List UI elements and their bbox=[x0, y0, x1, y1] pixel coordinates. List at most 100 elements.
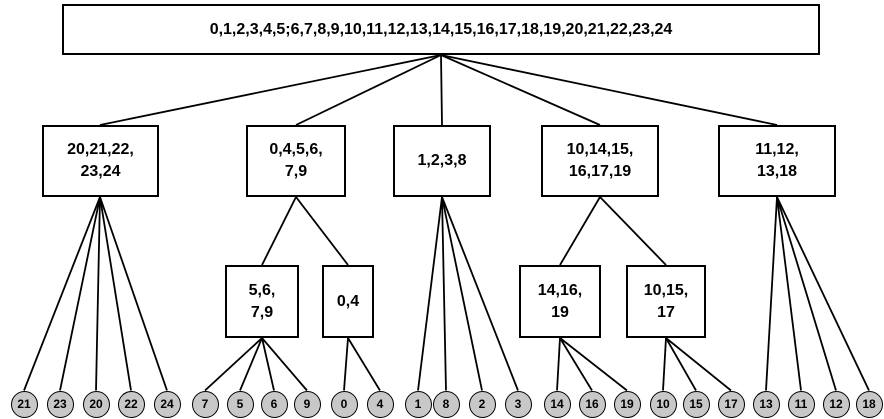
leaf-node: 11 bbox=[787, 390, 815, 418]
leaf-node: 0 bbox=[330, 390, 358, 418]
tree-edge bbox=[295, 54, 442, 126]
tree-edge bbox=[99, 54, 442, 126]
cluster-node-1-8: 1,2,3,8 bbox=[393, 125, 491, 197]
cluster-node-label: 10,15, 17 bbox=[643, 281, 689, 321]
leaf-node-label: 2 bbox=[478, 397, 486, 411]
tree-edge bbox=[665, 337, 697, 391]
tree-edge bbox=[417, 196, 443, 391]
leaf-node-label: 17 bbox=[724, 397, 738, 411]
tree-edge bbox=[776, 196, 802, 391]
leaf-node: 12 bbox=[822, 390, 850, 418]
leaf-node: 1 bbox=[404, 390, 432, 418]
leaf-node-label: 23 bbox=[53, 397, 67, 411]
tree-edge bbox=[559, 337, 628, 392]
cluster-node-10-17: 10,15, 17 bbox=[626, 265, 706, 338]
leaf-node: 4 bbox=[366, 390, 394, 418]
tree-edge bbox=[441, 196, 483, 391]
leaf-node: 24 bbox=[153, 390, 181, 418]
leaf-node: 8 bbox=[432, 390, 460, 418]
tree-edge bbox=[261, 337, 275, 391]
cluster-node-5-9: 5,6, 7,9 bbox=[225, 265, 299, 338]
tree-edge bbox=[776, 196, 837, 391]
leaf-node-label: 1 bbox=[414, 397, 422, 411]
root-node-label: 0,1,2,3,4,5;6,7,8,9,10,11,12,13,14,15,16… bbox=[209, 20, 673, 38]
leaf-node: 6 bbox=[260, 390, 288, 418]
root-node: 0,1,2,3,4,5;6,7,8,9,10,11,12,13,14,15,16… bbox=[62, 4, 820, 55]
tree-edge bbox=[440, 54, 778, 126]
cluster-node-label: 0,4 bbox=[336, 292, 360, 310]
leaf-node-label: 24 bbox=[160, 397, 174, 411]
leaf-node: 10 bbox=[649, 390, 677, 418]
tree-edge bbox=[441, 196, 519, 391]
cluster-node-10-19: 10,14,15, 16,17,19 bbox=[541, 125, 659, 197]
cluster-node-0-9: 0,4,5,6, 7,9 bbox=[246, 125, 346, 197]
cluster-node-11-18: 11,12, 13,18 bbox=[718, 125, 836, 197]
leaf-node-label: 19 bbox=[620, 397, 634, 411]
tree-edge bbox=[559, 337, 593, 391]
leaf-node-label: 14 bbox=[550, 397, 564, 411]
tree-edge bbox=[665, 337, 732, 392]
tree-edge bbox=[343, 337, 349, 391]
leaf-node-label: 4 bbox=[376, 397, 384, 411]
tree-edge bbox=[441, 196, 447, 391]
cluster-node-label: 10,14,15, 16,17,19 bbox=[566, 141, 634, 180]
leaf-node-label: 22 bbox=[124, 397, 138, 411]
leaf-node-label: 11 bbox=[794, 397, 808, 411]
leaf-node-label: 3 bbox=[514, 397, 522, 411]
leaf-node: 21 bbox=[10, 390, 38, 418]
tree-edge bbox=[239, 337, 263, 391]
leaf-node-label: 18 bbox=[862, 397, 876, 411]
tree-edge bbox=[662, 337, 667, 391]
leaf-node-label: 20 bbox=[89, 397, 103, 411]
cluster-node-label: 1,2,3,8 bbox=[417, 152, 467, 169]
cluster-node-20-24: 20,21,22, 23,24 bbox=[42, 125, 159, 197]
tree-edge bbox=[95, 196, 101, 391]
leaf-node: 18 bbox=[855, 390, 883, 418]
leaf-node-label: 12 bbox=[829, 397, 843, 411]
leaf-node: 3 bbox=[504, 390, 532, 418]
tree-edge bbox=[347, 337, 381, 391]
leaf-node-label: 6 bbox=[270, 397, 278, 411]
leaf-node-label: 8 bbox=[442, 397, 450, 411]
cluster-node-label: 11,12, 13,18 bbox=[755, 141, 799, 180]
cluster-node-label: 20,21,22, 23,24 bbox=[67, 141, 134, 180]
tree-edge bbox=[99, 196, 132, 391]
leaf-node: 5 bbox=[226, 390, 254, 418]
leaf-node-label: 5 bbox=[236, 397, 244, 411]
leaf-node-label: 15 bbox=[689, 397, 703, 411]
leaf-node-label: 10 bbox=[656, 397, 670, 411]
tree-edge bbox=[440, 54, 443, 126]
cluster-node-0-4: 0,4 bbox=[322, 265, 374, 338]
leaf-node: 13 bbox=[752, 390, 780, 418]
leaf-node: 17 bbox=[717, 390, 745, 418]
leaf-node-label: 9 bbox=[303, 397, 311, 411]
tree-edge bbox=[776, 196, 870, 391]
tree-edge bbox=[99, 196, 168, 391]
cluster-node-14-19: 14,16, 19 bbox=[519, 265, 601, 338]
tree-edge bbox=[261, 196, 297, 266]
leaf-node: 7 bbox=[191, 390, 219, 418]
leaf-node: 15 bbox=[682, 390, 710, 418]
leaf-node-label: 13 bbox=[759, 397, 773, 411]
leaf-node-label: 16 bbox=[585, 397, 599, 411]
leaf-node: 16 bbox=[578, 390, 606, 418]
tree-edge bbox=[295, 196, 349, 266]
leaf-node-label: 21 bbox=[17, 397, 31, 411]
tree-edge bbox=[59, 196, 101, 391]
cluster-node-label: 0,4,5,6, 7,9 bbox=[269, 141, 323, 180]
leaf-node: 20 bbox=[82, 390, 110, 418]
tree-edge bbox=[765, 196, 778, 391]
tree-edge bbox=[23, 196, 101, 391]
leaf-node-label: 7 bbox=[201, 397, 209, 411]
cluster-node-label: 14,16, 19 bbox=[537, 281, 583, 321]
leaf-node: 2 bbox=[468, 390, 496, 418]
tree-edge bbox=[440, 54, 601, 126]
leaf-node: 14 bbox=[543, 390, 571, 418]
tree-edge bbox=[204, 337, 263, 392]
cluster-node-label: 5,6, 7,9 bbox=[248, 281, 276, 321]
leaf-node: 19 bbox=[613, 390, 641, 418]
leaf-node: 23 bbox=[46, 390, 74, 418]
leaf-node: 9 bbox=[293, 390, 321, 418]
